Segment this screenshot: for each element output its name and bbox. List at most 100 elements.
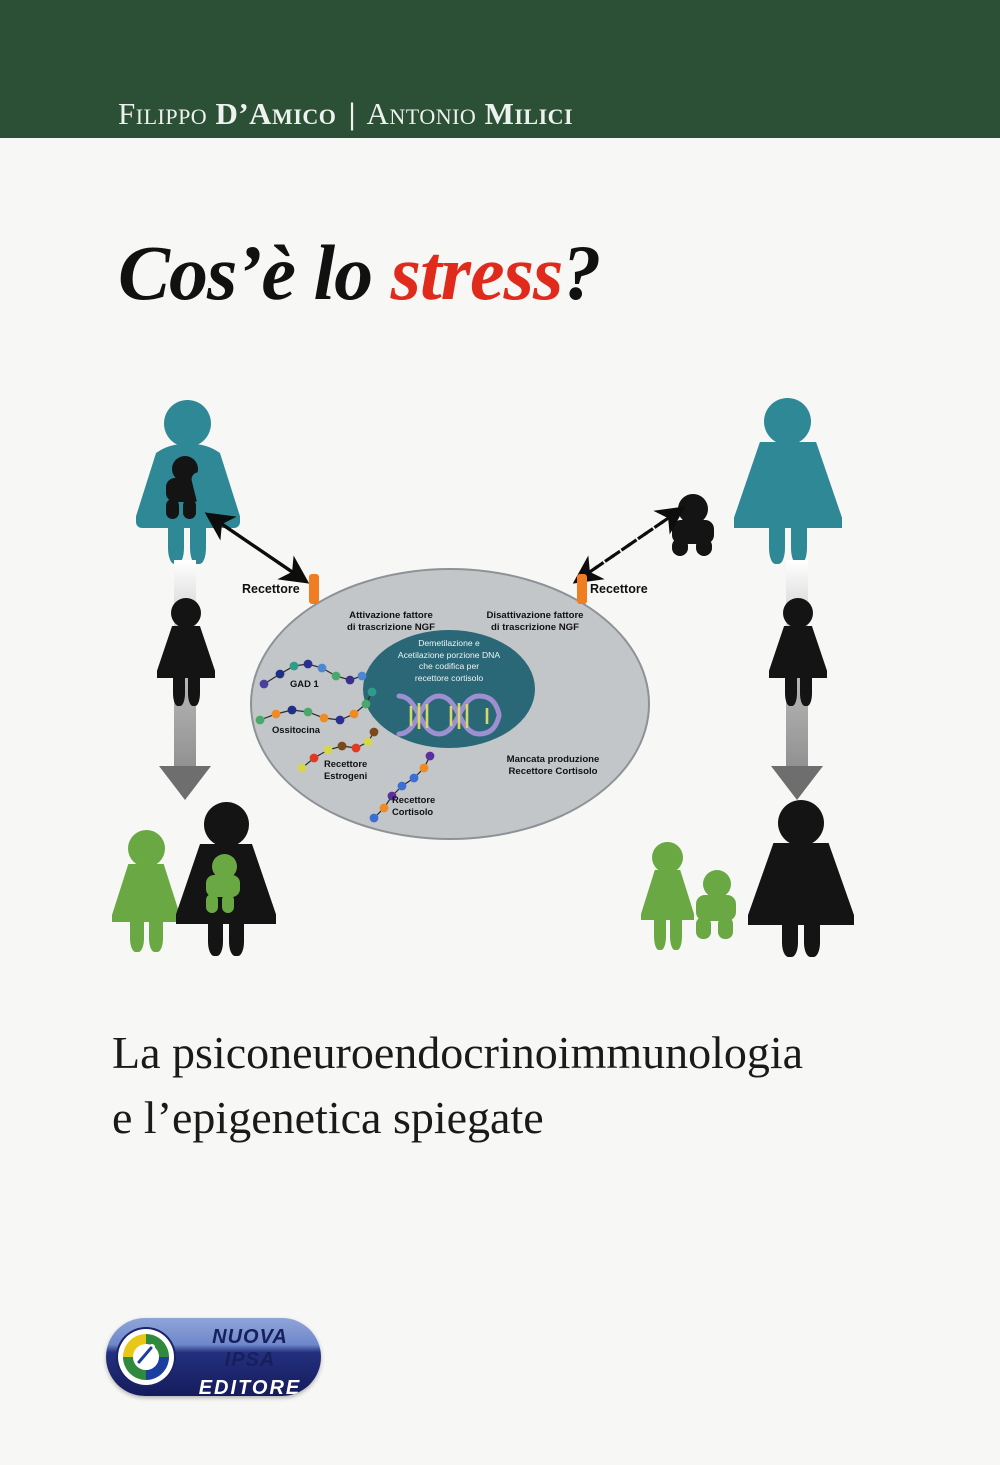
figure-green-child-bottom-right (636, 842, 698, 954)
activation-line-2: di trascrizione NGF (347, 622, 435, 634)
title-question-mark: ? (562, 229, 601, 316)
gene-label-gad1: GAD 1 (290, 678, 319, 689)
figure-green-child-bottom-left (108, 830, 184, 952)
receptor-bar-right (577, 574, 587, 604)
deactivation-factor-label: Disattivazione fattore di trascrizione N… (455, 610, 615, 635)
mother-leg-left (168, 524, 184, 564)
baby-head (703, 870, 731, 898)
authors-separator: | (348, 96, 356, 131)
estrogeni-line-2: Estrogeni (324, 769, 368, 781)
nucleus-line-1: Demetilazione e (418, 638, 480, 648)
estrogeni-line-1: Recettore (324, 758, 368, 769)
receptor-label-right: Recettore (590, 582, 648, 596)
authors-line: Filippo D’Amico | Antonio Milici (118, 96, 573, 132)
dna-helix-icon (396, 693, 502, 737)
subtitle-line-1: La psiconeuroendocrinoimmunologia (112, 1027, 804, 1078)
header-band (0, 0, 1000, 138)
publisher-line-2: EDITORE (198, 1377, 302, 1396)
receptor-label-left: Recettore (242, 582, 300, 596)
child-head (128, 830, 165, 867)
missing-production-label: Mancata produzione Recettore Cortisolo (478, 754, 628, 779)
baby-head (212, 854, 237, 879)
figure-baby-on-ground-top-right (666, 494, 728, 558)
cell-nucleus: Demetilazione e Acetilazione porzione DN… (363, 630, 535, 748)
nucleus-line-4: recettore cortisolo (414, 672, 484, 683)
baby-leg-left (672, 538, 688, 556)
baby-leg-right (183, 499, 196, 519)
child-leg-left (173, 674, 185, 706)
cortisolo-line-1: Recettore (392, 794, 436, 805)
child-leg-right (149, 918, 163, 952)
nucleus-line-3: che codifica per (418, 661, 480, 672)
nucleus-line-2: Acetilazione porzione DNA (397, 649, 501, 660)
cortisolo-line-2: Cortisolo (392, 805, 434, 817)
title-part-one: Cos’è lo (118, 229, 391, 316)
missing-line-2: Recettore Cortisolo (508, 766, 598, 778)
author-two-firstname: Antonio (366, 96, 477, 131)
activation-factor-label: Attivazione fattore di trascrizione NGF (316, 610, 466, 635)
nucleus-text: Demetilazione e Acetilazione porzione DN… (363, 638, 535, 684)
child-leg-left (130, 918, 144, 952)
mother-leg-left (769, 524, 785, 564)
figure-green-baby-bottom-right (690, 870, 748, 950)
missing-line-1: Mancata produzione (506, 754, 600, 765)
arrow-tip (159, 766, 211, 800)
mother-torso (734, 442, 842, 528)
cell-diagram: Attivazione fattore di trascrizione NGF … (250, 568, 650, 840)
child-leg-right (188, 674, 200, 706)
arrow-tip (771, 766, 823, 800)
mother-head (778, 800, 824, 846)
gene-label-ossitocina: Ossitocina (272, 724, 320, 735)
child-leg-right (800, 674, 812, 706)
baby-leg-left (696, 917, 711, 939)
publisher-line-1: NUOVA IPSA (212, 1326, 288, 1371)
figure-black-mother-bottom-right (744, 800, 860, 957)
mother-leg-right (229, 920, 244, 956)
emblem-rings-icon (120, 1331, 172, 1383)
baby-leg-left (166, 499, 179, 519)
child-head (783, 598, 813, 628)
mother-head (204, 802, 249, 847)
book-title: Cos’è lo stress? (118, 228, 601, 318)
figure-mother-detached-top-right (728, 398, 848, 564)
publisher-emblem-icon (118, 1329, 174, 1385)
child-torso (641, 870, 694, 920)
gene-label-recettore-cortisolo: Recettore Cortisolo (392, 794, 435, 818)
arrow-solid-double-left (204, 512, 310, 584)
mother-leg-left (782, 921, 798, 957)
subtitle-line-2: e l’epigenetica spiegate (112, 1092, 544, 1144)
baby-leg-right (718, 917, 733, 939)
receptor-bar-left (309, 574, 319, 604)
child-torso (157, 626, 215, 678)
title-highlight-stress: stress (390, 229, 564, 316)
mother-leg-right (804, 921, 820, 957)
mother-leg-left (208, 920, 223, 956)
child-leg-left (785, 674, 797, 706)
mother-leg-right (791, 524, 807, 564)
deactivation-line-2: di trascrizione NGF (491, 622, 579, 634)
author-two-surname: Milici (484, 96, 574, 131)
baby-leg-left (206, 894, 218, 913)
baby-leg-right (222, 894, 234, 913)
mother-torso (748, 843, 854, 925)
figure-child-black-right (764, 598, 830, 708)
publisher-logo[interactable]: NUOVA IPSA EDITORE (106, 1318, 321, 1396)
child-torso (769, 626, 827, 678)
arrow-dashed-double-right (572, 506, 686, 584)
mother-leg-right (190, 524, 206, 564)
author-one-surname: D’Amico (215, 96, 337, 131)
mother-head (764, 398, 811, 445)
child-leg-right (670, 916, 682, 950)
child-leg-left (654, 916, 666, 950)
gene-bead-chains (255, 659, 435, 823)
figure-black-mother-green-baby-bottom-left (170, 802, 282, 956)
cover-illustration (90, 390, 910, 960)
figure-child-black-left (152, 598, 218, 708)
baby-torso (696, 895, 736, 921)
child-head (171, 598, 201, 628)
child-head (652, 842, 683, 873)
author-one-firstname: Filippo (118, 96, 208, 131)
baby-torso (206, 875, 240, 897)
mother-head (164, 400, 211, 447)
